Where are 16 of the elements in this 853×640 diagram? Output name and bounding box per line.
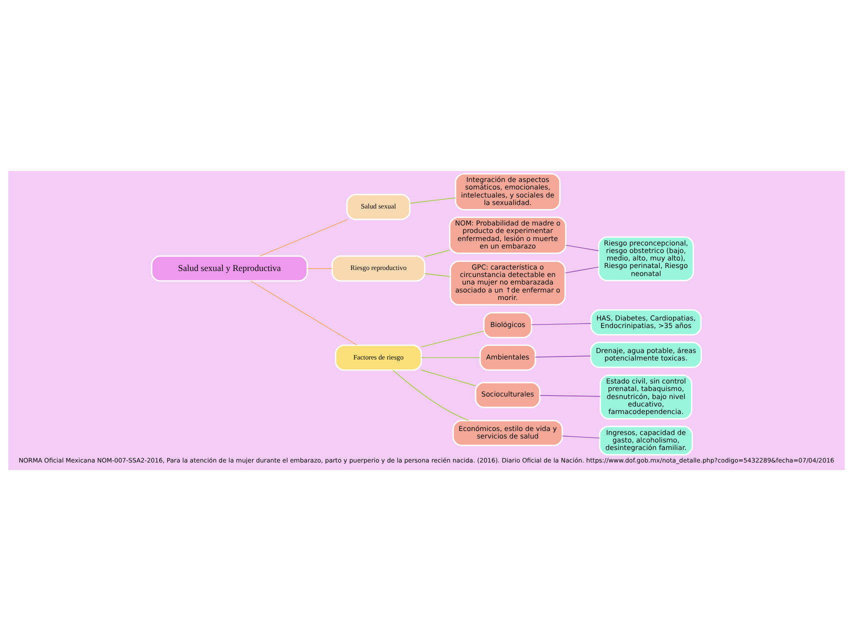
connector bbox=[540, 394, 601, 396]
connector bbox=[424, 272, 451, 276]
connector bbox=[250, 280, 358, 345]
connector bbox=[564, 266, 599, 273]
connector bbox=[421, 330, 484, 347]
connector bbox=[260, 218, 348, 256]
connector bbox=[421, 369, 476, 386]
connector bbox=[566, 244, 599, 251]
node-box: Salud sexual y Reproductiva bbox=[151, 254, 308, 282]
connector bbox=[531, 322, 592, 325]
connector bbox=[535, 355, 591, 357]
connector bbox=[421, 356, 480, 358]
connector bbox=[410, 197, 456, 204]
connector bbox=[392, 369, 470, 420]
connector bbox=[424, 249, 450, 256]
connector bbox=[562, 435, 600, 438]
